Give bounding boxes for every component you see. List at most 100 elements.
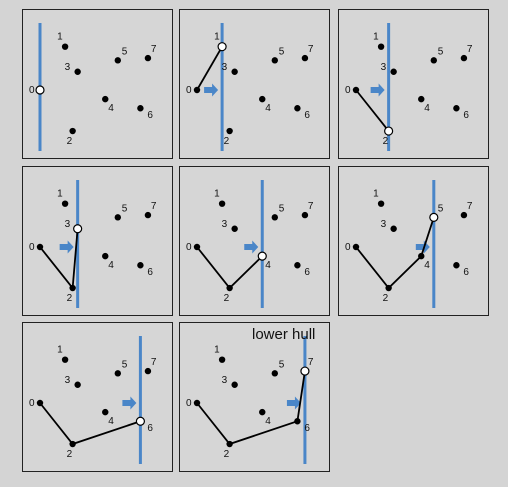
point-6 [453, 262, 460, 269]
point-label-6: 6 [147, 110, 153, 121]
current-point-1 [217, 42, 227, 52]
point-3 [231, 68, 238, 75]
point-label-3: 3 [222, 219, 228, 230]
point-4 [259, 408, 266, 416]
point-6 [294, 418, 301, 425]
point-1 [61, 200, 69, 207]
panel-frame [179, 322, 330, 472]
point-label-6: 6 [463, 110, 469, 121]
point-label-7: 7 [151, 44, 157, 55]
sweep-direction-arrow-icon [370, 83, 385, 97]
point-label-0: 0 [345, 242, 351, 253]
point-label-4: 4 [424, 260, 430, 271]
point-7 [301, 54, 309, 62]
point-1 [218, 356, 226, 363]
point-5 [271, 370, 279, 377]
point-3 [390, 225, 397, 232]
current-point-3 [73, 224, 83, 234]
point-label-3: 3 [381, 62, 387, 73]
point-5 [114, 214, 122, 221]
point-7 [301, 211, 309, 219]
point-label-4: 4 [108, 103, 114, 114]
sweep-direction-arrow-icon [286, 396, 301, 410]
caption-lower-hull: lower hull [252, 326, 315, 343]
point-2 [69, 440, 76, 448]
point-3 [390, 68, 397, 75]
current-point-6 [135, 416, 146, 426]
point-label-6: 6 [304, 267, 310, 278]
panel-frame [338, 166, 489, 316]
point-4 [102, 408, 109, 416]
hull-chain [196, 46, 223, 91]
point-label-2: 2 [383, 136, 389, 147]
point-label-4: 4 [265, 416, 271, 427]
point-label-5: 5 [438, 203, 444, 214]
point-label-0: 0 [29, 242, 35, 253]
point-label-0: 0 [186, 398, 192, 409]
current-point-2 [384, 126, 394, 136]
point-3 [74, 381, 81, 388]
current-point-7 [300, 366, 310, 376]
point-label-1: 1 [57, 189, 63, 200]
point-4 [102, 252, 109, 260]
point-1 [377, 43, 385, 50]
point-3 [231, 225, 238, 232]
point-label-3: 3 [65, 62, 71, 73]
point-label-0: 0 [29, 85, 35, 96]
point-label-4: 4 [108, 416, 114, 427]
panel-frame [179, 166, 330, 316]
point-label-1: 1 [57, 345, 63, 356]
point-2 [69, 284, 76, 292]
point-label-1: 1 [214, 32, 220, 43]
point-label-3: 3 [222, 375, 228, 386]
point-7 [144, 367, 152, 375]
point-5 [430, 57, 438, 64]
sweep-direction-arrow-icon [59, 240, 74, 254]
point-label-3: 3 [222, 62, 228, 73]
point-label-2: 2 [224, 136, 230, 147]
hull-chain [355, 89, 390, 132]
point-label-5: 5 [122, 46, 128, 57]
point-label-7: 7 [151, 201, 157, 212]
point-7 [144, 54, 152, 62]
sweep-direction-arrow-icon [122, 396, 137, 410]
point-6 [137, 262, 144, 269]
point-5 [271, 57, 279, 64]
point-6 [294, 105, 301, 112]
point-5 [114, 370, 122, 377]
point-label-1: 1 [373, 32, 379, 43]
point-6 [453, 105, 460, 112]
point-1 [61, 43, 69, 50]
point-label-7: 7 [308, 201, 314, 212]
point-label-3: 3 [381, 219, 387, 230]
point-label-6: 6 [147, 267, 153, 278]
hull-chain [355, 217, 435, 290]
point-label-7: 7 [467, 44, 473, 55]
sweep-direction-arrow-icon [415, 240, 430, 254]
point-7 [460, 211, 468, 219]
current-point-4 [257, 251, 267, 261]
point-label-1: 1 [214, 189, 220, 200]
point-label-2: 2 [224, 449, 230, 460]
point-label-6: 6 [147, 423, 153, 434]
point-label-1: 1 [214, 345, 220, 356]
point-3 [74, 68, 81, 75]
panel-frame [179, 9, 330, 159]
point-label-2: 2 [224, 293, 230, 304]
point-4 [259, 95, 266, 103]
panel-frame [22, 166, 173, 316]
hull-chain [196, 370, 306, 446]
point-label-4: 4 [424, 103, 430, 114]
point-0 [352, 243, 360, 251]
panel-frame [338, 9, 489, 159]
point-label-0: 0 [29, 398, 35, 409]
point-label-5: 5 [279, 203, 285, 214]
current-point-0 [35, 85, 45, 95]
point-5 [271, 214, 279, 221]
point-4 [418, 252, 425, 260]
point-label-5: 5 [122, 359, 128, 370]
